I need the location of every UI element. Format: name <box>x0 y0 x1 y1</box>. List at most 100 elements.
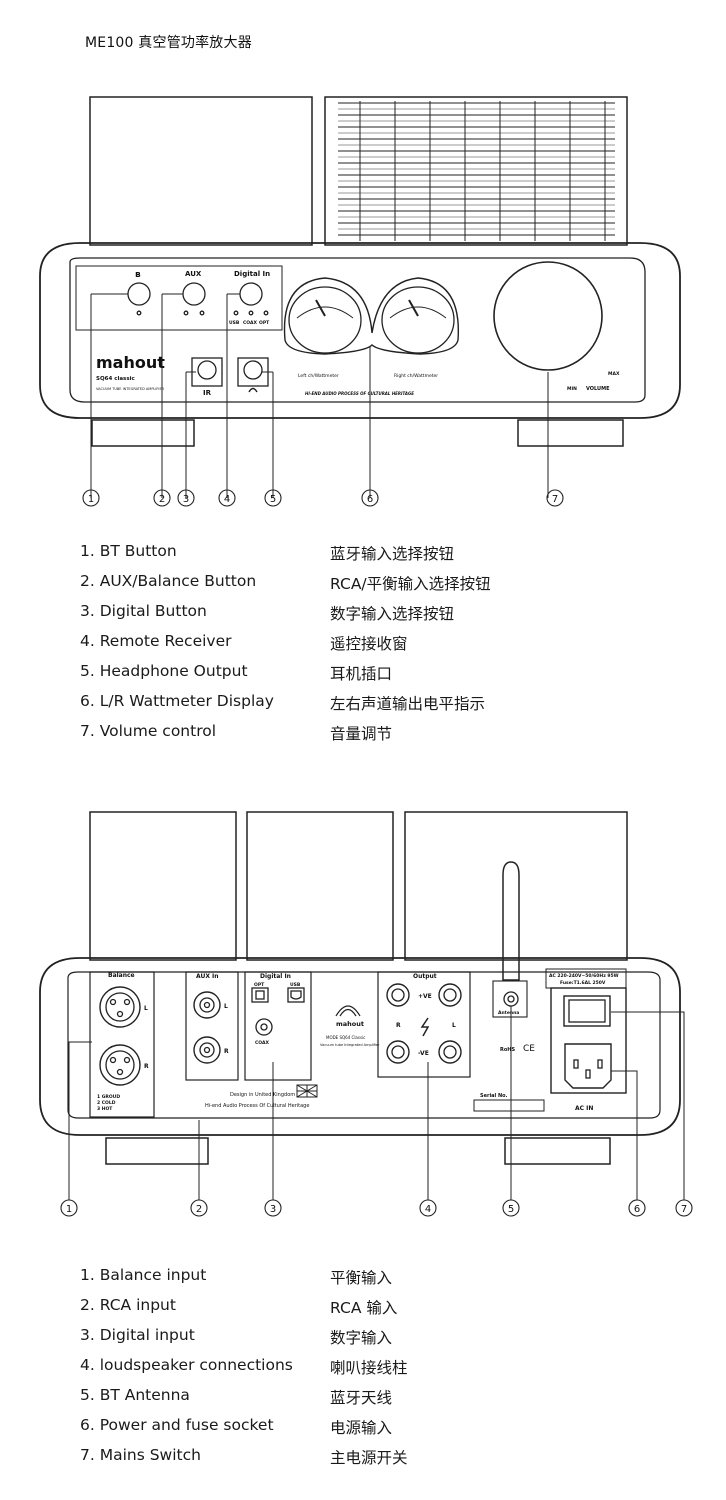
front-callout-5: 5 <box>270 494 276 505</box>
aux-label: AUX <box>185 270 202 278</box>
rohs-label: RoHS <box>500 1047 515 1053</box>
front-foot-left <box>91 419 195 447</box>
front-legend-zh: 数字输入选择按钮 <box>330 605 455 623</box>
left-meter-label: Left ch/Wattmeter <box>298 373 339 379</box>
opt-label: OPT <box>254 982 265 988</box>
tube-cage <box>324 96 628 246</box>
front-view-diagram <box>39 96 681 507</box>
tagline-label: HI-END AUDIO PROCESS OF CULTURAL HERITAG… <box>305 391 414 396</box>
mains-switch[interactable] <box>563 995 611 1027</box>
rear-callout-4: 4 <box>425 1204 431 1215</box>
rear-cover-right <box>404 811 628 961</box>
front-legend-en: 1. BT Button <box>80 542 177 560</box>
bt-label: ʙ <box>135 270 141 280</box>
speaker-output-panel <box>377 971 471 1078</box>
rear-legend-zh: 电源输入 <box>330 1419 393 1437</box>
rear-callout-5: 5 <box>508 1204 514 1215</box>
high-voltage-icon <box>420 1017 430 1037</box>
front-legend-en: 4. Remote Receiver <box>80 632 232 650</box>
front-legend-zh: 音量调节 <box>330 725 393 743</box>
front-legend-zh: 蓝牙输入选择按钮 <box>330 545 455 563</box>
rear-legend-en: 4. loudspeaker connections <box>80 1356 293 1374</box>
front-legend-en: 7. Volume control <box>80 722 217 740</box>
brand-logo: mahout <box>96 353 165 372</box>
coax-input[interactable] <box>255 1018 273 1036</box>
front-callout-4: 4 <box>224 494 230 505</box>
front-callout-1: 1 <box>88 494 94 505</box>
speaker-terminal-l-pos[interactable] <box>438 983 462 1007</box>
front-legend-en: 6. L/R Wattmeter Display <box>80 692 274 710</box>
pin3-label: 3 HOT <box>97 1106 113 1112</box>
rear-callout-2: 2 <box>196 1204 202 1215</box>
ce-label: CE <box>523 1044 535 1054</box>
aux-l-label: L <box>224 1003 228 1010</box>
front-legend-zh: RCA/平衡输入选择按钮 <box>330 575 491 593</box>
rear-legend-zh: 平衡输入 <box>330 1269 393 1287</box>
page-title: ME100 真空管功率放大器 <box>85 35 252 51</box>
usb-input[interactable] <box>287 987 305 1003</box>
digital-in-label: Digital In <box>260 973 291 980</box>
ac-in-label: AC IN <box>575 1105 593 1112</box>
rear-cover-left <box>89 811 237 961</box>
rear-cover-middle <box>246 811 394 961</box>
ir-label: IR <box>203 389 212 397</box>
front-callout-6: 6 <box>367 494 373 505</box>
volume-min-label: MIN <box>567 386 577 392</box>
front-foot-right <box>517 419 624 447</box>
rear-legend-zh: 蓝牙天线 <box>330 1389 393 1407</box>
serial-label: Serial No. <box>480 1093 508 1099</box>
rear-foot-right <box>504 1137 611 1165</box>
rear-model-sub-label: Vacuum tube Integrated Amplifier <box>320 1043 380 1047</box>
front-legend-en: 5. Headphone Output <box>80 662 248 680</box>
volume-label: VOLUME <box>586 386 610 392</box>
nve-label: -VE <box>418 1050 429 1057</box>
antenna-label: Antenna <box>498 1010 519 1016</box>
rear-callout-6: 6 <box>634 1204 640 1215</box>
rear-legend-zh: 喇叭接线柱 <box>330 1359 408 1377</box>
right-meter-label: Right ch/Wattmeter <box>394 373 438 379</box>
front-legend-en: 3. Digital Button <box>80 602 207 620</box>
speaker-terminal-r-neg[interactable] <box>386 1040 410 1064</box>
power-socket[interactable] <box>564 1043 612 1089</box>
aux-in-label: AUX In <box>196 973 219 980</box>
rear-foot-left <box>105 1137 209 1165</box>
xlr-right-connector[interactable] <box>99 1044 141 1086</box>
ac-spec-line1: AC 220-240V~50/60Hz 95W <box>549 973 619 979</box>
pve-label: +VE <box>418 993 432 1000</box>
rear-callout-1: 1 <box>66 1204 72 1215</box>
rear-legend-en: 2. RCA input <box>80 1296 176 1314</box>
front-view-labels: ʙ AUX Digital In USB COAX OPT IR mahout … <box>88 270 620 505</box>
rear-brand-logo: mahout <box>336 1020 364 1028</box>
digital-input-panel <box>244 971 312 1081</box>
front-callout-2: 2 <box>159 494 165 505</box>
model-sub-label: VACUUM TUBE INTEGRATED AMPLIFIER <box>96 387 165 391</box>
front-legend-en: 2. AUX/Balance Button <box>80 572 257 590</box>
usb-indicator-label: USB <box>229 320 240 326</box>
speaker-terminal-r-pos[interactable] <box>386 983 410 1007</box>
rear-legend-zh: RCA 输入 <box>330 1299 398 1317</box>
brand-logo-icon <box>335 1005 361 1017</box>
front-legend-zh: 耳机插口 <box>330 665 393 683</box>
pin1-label: 1 GROUD <box>97 1094 120 1100</box>
volume-knob[interactable] <box>493 261 603 371</box>
rear-callout-3: 3 <box>270 1204 276 1215</box>
front-chassis <box>39 242 681 419</box>
aux-r-label: R <box>224 1048 229 1055</box>
volume-max-label: MAX <box>608 371 620 377</box>
rear-callout-7: 7 <box>681 1204 687 1215</box>
rear-legend-en: 6. Power and fuse socket <box>80 1416 274 1434</box>
rear-legend-en: 5. BT Antenna <box>80 1386 190 1404</box>
optical-input[interactable] <box>251 987 269 1003</box>
power-module <box>550 987 627 1094</box>
rear-view-diagram <box>39 811 693 1217</box>
speaker-terminal-l-neg[interactable] <box>438 1040 462 1064</box>
rear-model-label: MODE SQ64 Classic <box>326 1035 365 1040</box>
front-legend-zh: 左右声道输出电平指示 <box>330 695 486 713</box>
xlr-left-connector[interactable] <box>99 986 141 1028</box>
pin2-label: 2 COLD <box>97 1100 116 1106</box>
transformer-cover <box>89 96 313 246</box>
rca-right-connector[interactable] <box>193 1036 221 1064</box>
hiend-label: Hi-end Audio Process Of Cultural Heritag… <box>205 1103 309 1109</box>
rca-left-connector[interactable] <box>193 991 221 1019</box>
coax-label: COAX <box>255 1040 269 1046</box>
